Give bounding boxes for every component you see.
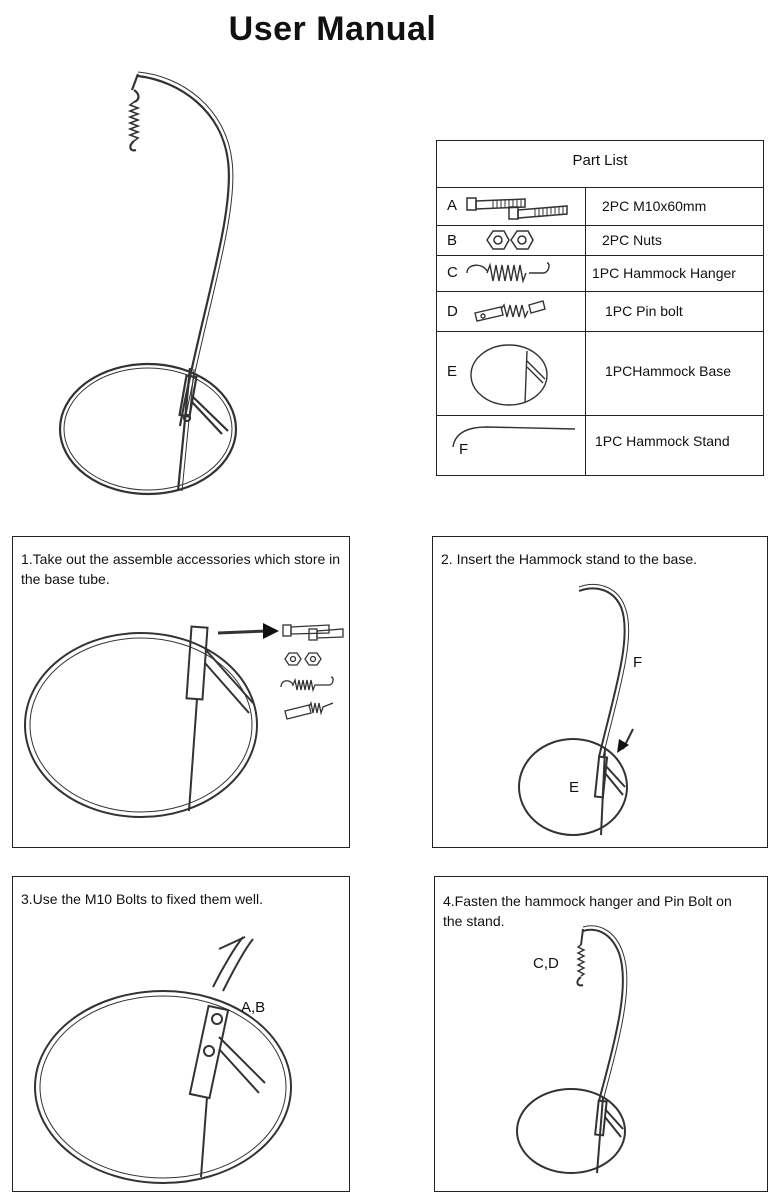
part-desc: 2PC Nuts xyxy=(602,232,662,248)
part-desc: 2PC M10x60mm xyxy=(602,198,707,214)
pin-bolt-icon xyxy=(474,300,546,322)
part-list-header: Part List xyxy=(437,141,763,188)
part-row-c: C 1PC Hammock Hanger xyxy=(437,255,763,292)
base-ring-icon xyxy=(470,344,548,406)
part-letter: B xyxy=(447,232,458,249)
label-ab: A,B xyxy=(241,999,266,1016)
label-cd: C,D xyxy=(533,955,559,972)
step-4-illustration xyxy=(516,925,628,1174)
part-letter: E xyxy=(447,363,458,380)
step-4-panel: 4.Fasten the hammock hanger and Pin Bolt… xyxy=(434,876,768,1192)
step-3-panel: 3.Use the M10 Bolts to fixed them well. … xyxy=(12,876,350,1192)
bolts-icon xyxy=(466,197,568,220)
part-row-b: B 2PC Nuts xyxy=(437,225,763,256)
step-1-caption: 1.Take out the assemble accessories whic… xyxy=(21,551,341,587)
part-letter: D xyxy=(447,303,458,320)
page-title: User Manual xyxy=(228,10,437,48)
step-3-caption: 3.Use the M10 Bolts to fixed them well. xyxy=(21,891,263,907)
spring-hanger-icon xyxy=(466,262,550,284)
part-letter: A xyxy=(447,197,458,214)
arrow-icon xyxy=(617,739,629,753)
arrow-icon xyxy=(263,623,279,639)
step-2-caption: 2. Insert the Hammock stand to the base. xyxy=(441,551,698,567)
label-e: E xyxy=(569,779,580,796)
part-row-f: F 1PC Hammock Stand xyxy=(437,415,763,475)
part-row-e: E 1PCHammock Base xyxy=(437,331,763,416)
part-desc: 1PCHammock Base xyxy=(605,363,732,379)
step-2-illustration xyxy=(518,584,634,836)
step-3-illustration xyxy=(34,936,292,1184)
part-row-d: D 1PC Pin bolt xyxy=(437,291,763,332)
part-letter: F xyxy=(459,441,469,458)
label-f: F xyxy=(633,654,643,671)
step-1-illustration xyxy=(24,623,344,818)
part-desc: 1PC Hammock Stand xyxy=(595,433,730,449)
step-1-panel: 1.Take out the assemble accessories whic… xyxy=(12,536,350,848)
assembled-stand-illustration xyxy=(58,71,238,496)
part-desc: 1PC Pin bolt xyxy=(605,303,683,319)
step-2-panel: 2. Insert the Hammock stand to the base.… xyxy=(432,536,768,848)
part-letter: C xyxy=(447,264,458,281)
part-list-table: Part List A 2PC M10x60mm B 2PC Nuts xyxy=(436,140,764,476)
step-4-caption: 4.Fasten the hammock hanger and Pin Bolt… xyxy=(443,893,732,929)
stand-tube-icon xyxy=(452,426,576,448)
part-row-a: A 2PC M10x60mm xyxy=(437,187,763,226)
part-desc: 1PC Hammock Hanger xyxy=(592,265,736,281)
nuts-icon xyxy=(486,230,534,250)
